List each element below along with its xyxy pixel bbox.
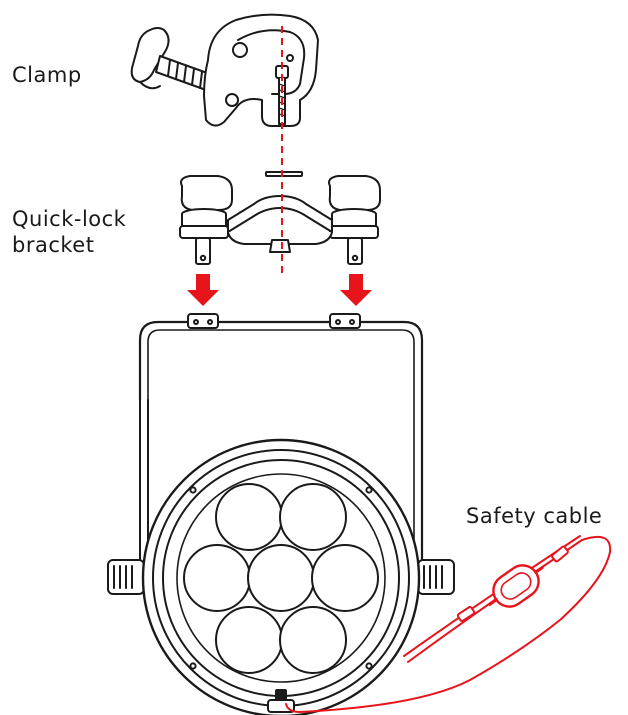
clamp-icon xyxy=(130,13,319,127)
washer-icon xyxy=(265,171,303,177)
quick-lock-bracket-icon xyxy=(179,175,381,265)
down-arrow-icon xyxy=(187,274,372,306)
quick-lock-bracket-label-line1: Quick-lock xyxy=(12,207,127,231)
safety-cable-label: Safety cable xyxy=(466,504,603,528)
yoke-icon xyxy=(138,313,424,562)
par-fixture-icon xyxy=(107,438,455,715)
led-lenses xyxy=(183,483,379,674)
safety-cable-icon xyxy=(285,535,612,714)
quick-lock-bracket-label-line2: bracket xyxy=(12,233,95,257)
mounting-guides xyxy=(187,26,372,306)
clamp-label: Clamp xyxy=(12,63,82,87)
quick-lock-bracket-label: Quick-lock bracket xyxy=(12,206,126,258)
